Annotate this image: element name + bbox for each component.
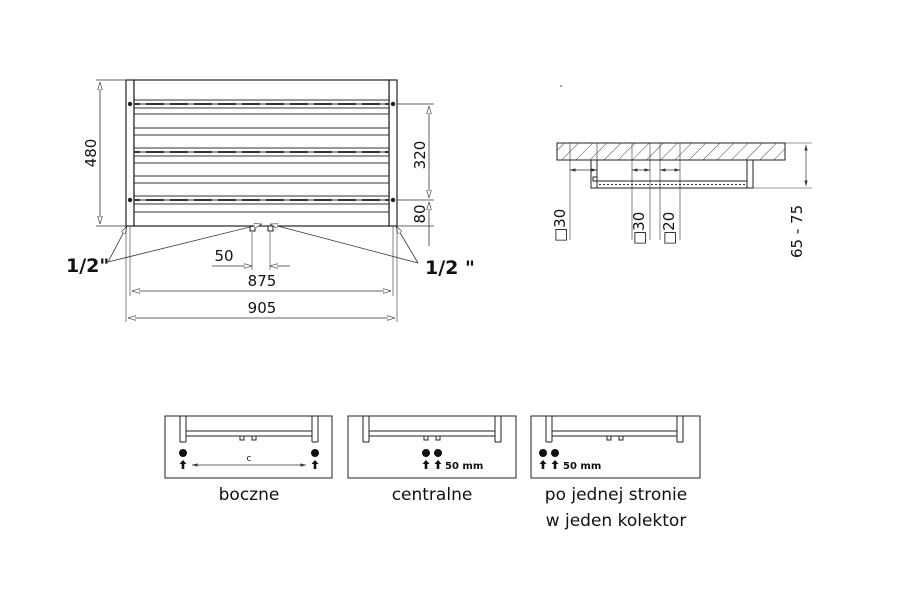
dimension-875: 875 [129,226,394,296]
ceiling [556,142,786,161]
profile-2-label: □30 [630,212,648,245]
dimension-50: 50 [212,232,290,270]
dimension-480: 480 [82,79,126,227]
dim-50-label: 50 [214,247,233,265]
dimension-320: 320 [397,103,434,201]
radiator-slats [134,99,389,213]
connection-type-central: 50 mm centralne [347,415,517,505]
connection-one-side-label-2: w jeden kolektor [546,511,687,531]
side-view: □30 □30 □20 65 - 75 [551,85,812,258]
connection-central-label: centralne [392,485,473,505]
profile-3-label: □20 [660,212,678,245]
profile-1-label: □30 [551,209,569,242]
connection-type-one-side: 50 mm po jednej stronie w jeden kolektor [530,415,701,531]
spacing-central-label: 50 mm [445,461,483,472]
dim-875-label: 875 [248,272,277,290]
side-collector-right [746,159,754,189]
dimension-905: 905 [125,226,398,322]
dim-905-label: 905 [248,299,277,317]
connection-one-side-label-1: po jednej stronie [545,485,687,505]
dim-480-label: 480 [82,139,100,168]
connection-side-label: boczne [219,485,280,505]
side-collector-left [590,159,598,189]
spacing-one-side-label: 50 mm [563,461,601,472]
connection-right: 1/2 " [270,224,475,279]
front-view: 480 320 80 1/2" 1/2 " [66,79,475,322]
connection-left: 1/2" [66,224,262,277]
dim-320-label: 320 [411,141,429,170]
dimension-80: 80 [397,202,434,246]
connection-left-label: 1/2" [66,255,109,277]
spacing-c-label: c [247,454,252,464]
connection-right-label: 1/2 " [425,257,475,279]
dim-80-label: 80 [411,204,429,223]
ceiling-distance-label: 65 - 75 [788,205,806,258]
connection-type-side: c boczne [164,415,333,505]
